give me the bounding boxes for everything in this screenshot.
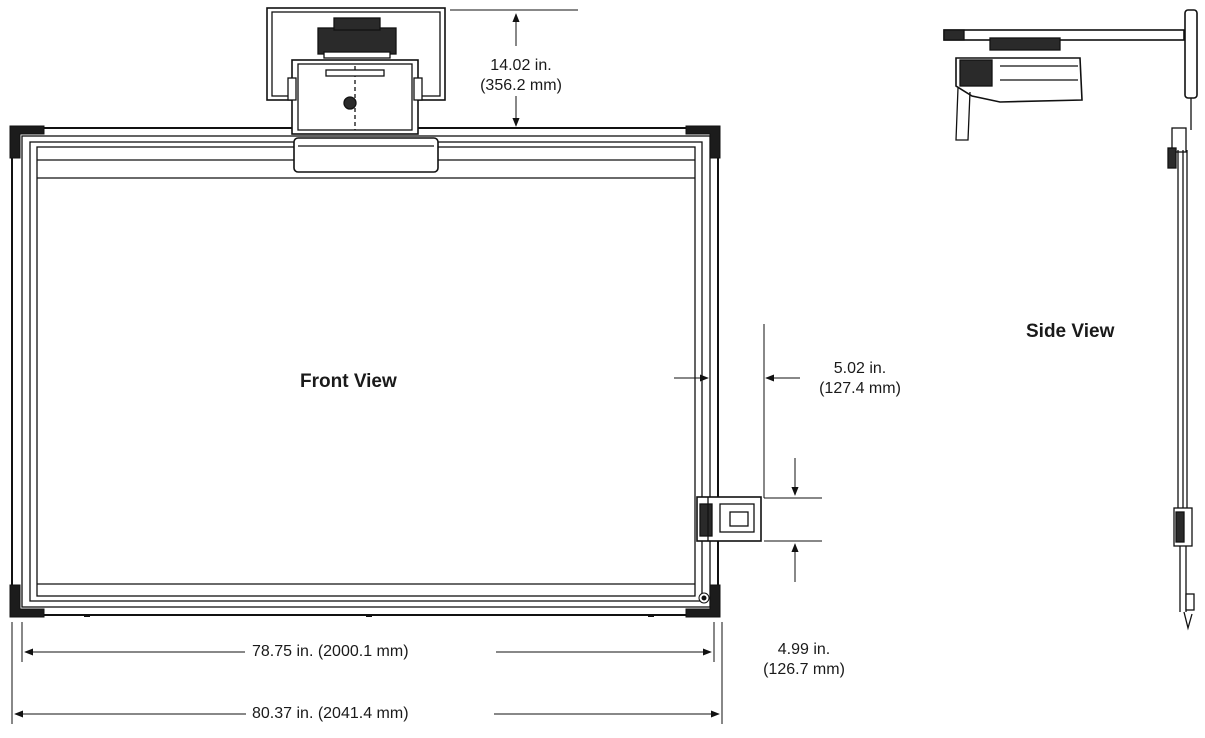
tray-height-dimension: 4.99 in. (126.7 mm) — [744, 640, 864, 680]
tray-depth-in: 5.02 in. — [833, 360, 887, 377]
frame-feet — [84, 614, 654, 617]
projector-height-in: 14.02 in. — [490, 57, 552, 74]
tray-height-in: 4.99 in. — [777, 641, 831, 658]
inner-width-dimension: 78.75 in. (2000.1 mm) — [246, 642, 415, 662]
outer-width-dimension: 80.37 in. (2041.4 mm) — [246, 704, 415, 724]
projector-assembly — [266, 7, 446, 173]
pen-tray — [696, 496, 762, 542]
tray-depth-mm: (127.4 mm) — [819, 380, 901, 397]
tray-height-mm: (126.7 mm) — [763, 661, 845, 678]
frame-corners — [9, 125, 721, 618]
side-view-drawing — [943, 9, 1198, 631]
side-view-label: Side View — [1026, 321, 1115, 342]
projector-height-dimension: 14.02 in. (356.2 mm) — [466, 56, 576, 96]
tray-depth-dimension: 5.02 in. (127.4 mm) — [800, 359, 920, 399]
dimension-lines — [11, 9, 822, 724]
front-view-label: Front View — [300, 371, 397, 392]
projector-height-mm: (356.2 mm) — [480, 77, 562, 94]
